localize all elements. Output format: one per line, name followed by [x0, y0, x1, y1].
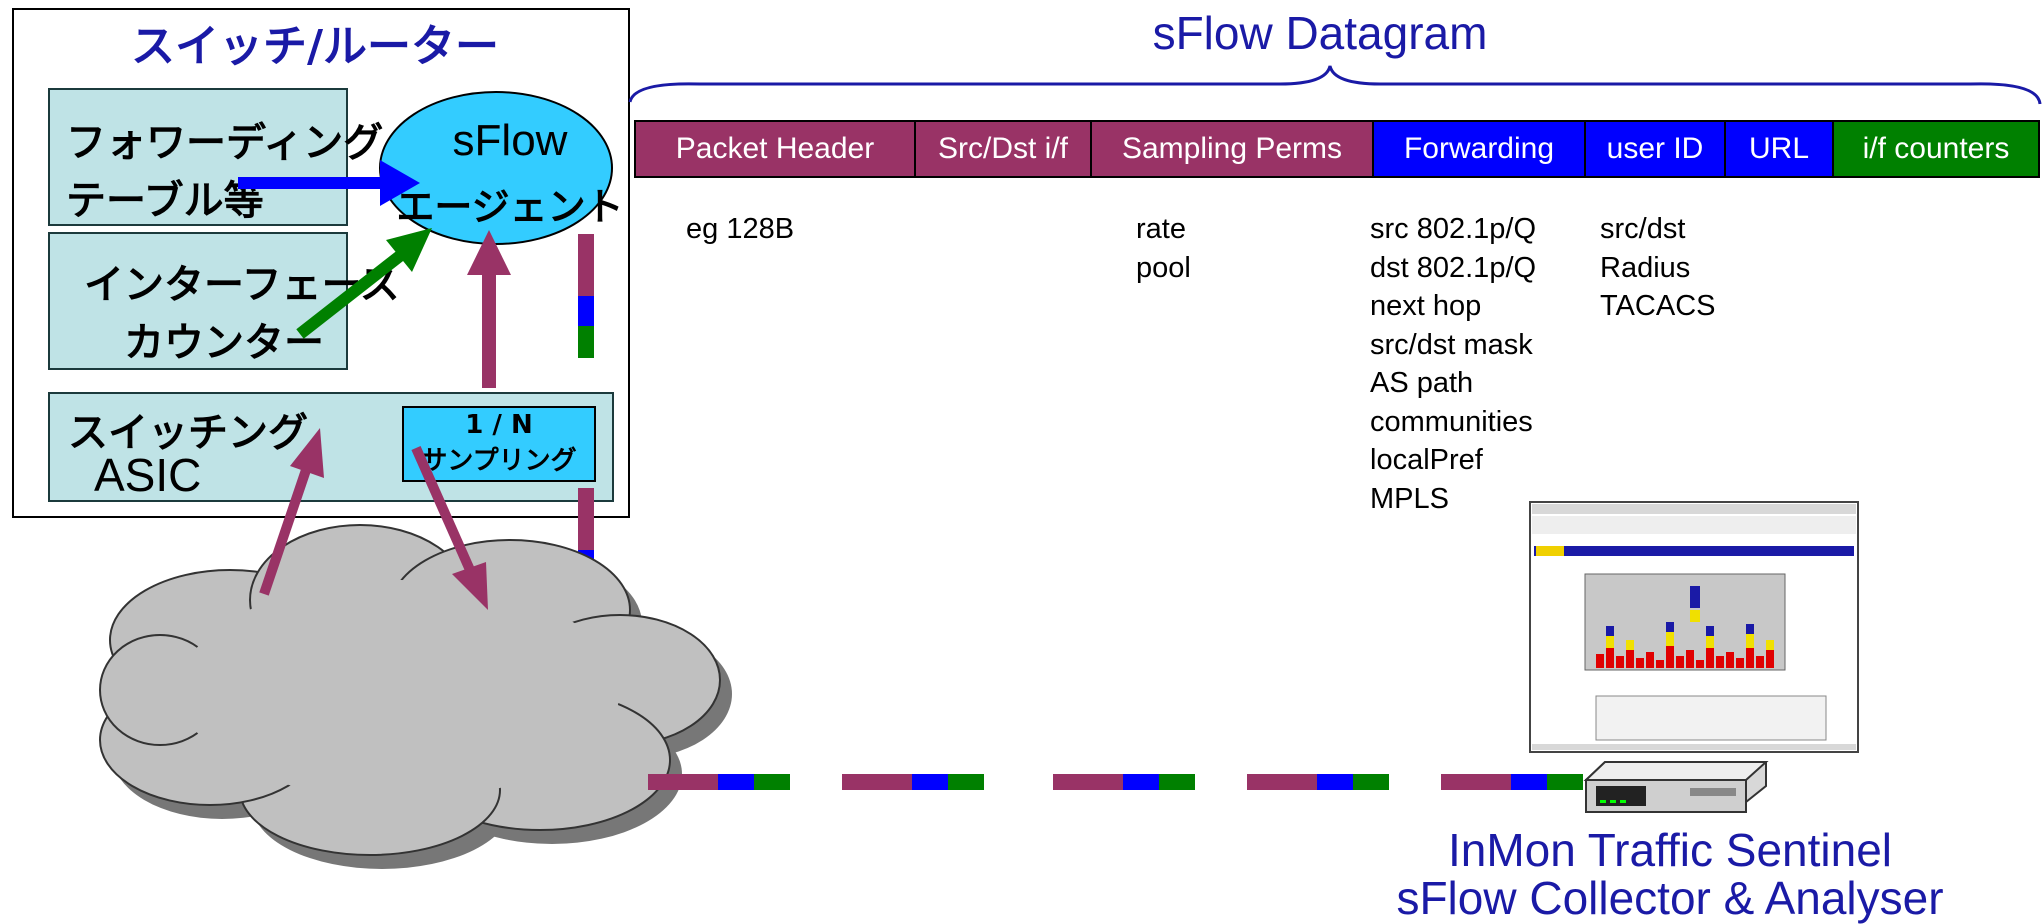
switching-asic-label-line1: スイッチング [68, 410, 308, 456]
datagram-segment-src-dst-if: Src/Dst i/f [916, 122, 1092, 176]
forwarding-table-label-line2: テーブル等 [66, 178, 264, 224]
forwarding-detail: next hop [1370, 290, 1482, 322]
datagram-segment-user-id: user ID [1586, 122, 1726, 176]
packet-header-detail: eg 128B [686, 213, 795, 245]
switch-router-title: スイッチ/ルーター [130, 21, 500, 72]
collector-caption-line1: InMon Traffic Sentinel [1447, 824, 1893, 876]
forwarding-detail: AS path [1370, 367, 1474, 399]
collector-caption: InMon Traffic Sentinel sFlow Collector &… [1320, 826, 2020, 922]
forwarding-detail: dst 802.1p/Q [1370, 251, 1537, 284]
user-id-detail: src/dst [1600, 213, 1686, 245]
sampling-box [402, 406, 596, 482]
forwarding-detail: communities [1370, 405, 1533, 438]
forwarding-detail: src/dst mask [1370, 328, 1533, 361]
datagram-train [648, 774, 1583, 790]
interface-counter-label-line2: カウンター [124, 320, 324, 366]
datagram-brace [628, 65, 2042, 105]
collector-server-icon [1583, 761, 1769, 813]
packet-header-details: eg 128B [686, 210, 794, 249]
datagram-segment-packet-header: Packet Header [636, 122, 916, 176]
counters-to-agent-arrow [296, 228, 432, 339]
sampling-to-agent-arrow [467, 230, 511, 388]
datagram-segment-sampling-perms: Sampling Perms [1092, 122, 1374, 176]
datagram-bar: Packet Header Src/Dst i/f Sampling Perms… [634, 120, 2040, 178]
forwarding-detail: src 802.1p/Q [1370, 213, 1537, 245]
forwarding-detail: MPLS [1370, 482, 1449, 515]
user-id-details: src/dst Radius TACACS [1600, 210, 1715, 326]
datagram-segment-url: URL [1726, 122, 1834, 176]
user-id-detail: Radius [1600, 251, 1691, 284]
network-cloud [99, 524, 732, 869]
datagram-segment-if-counters: i/f counters [1834, 122, 2038, 176]
traffic-sentinel-screenshot [1529, 501, 1859, 753]
datagram-segment-forwarding: Forwarding [1374, 122, 1586, 176]
forwarding-table-box [48, 88, 348, 226]
forwarding-table-label-line1: フォワーディング [66, 120, 384, 166]
sampling-detail-rate: rate [1136, 213, 1186, 245]
sflow-agent-label-jp: エージェント [396, 185, 624, 229]
interface-counter-box [48, 232, 348, 370]
cloud-to-asic-arrow [259, 428, 324, 596]
forwarding-details: src 802.1p/Q dst 802.1p/Q next hop src/d… [1370, 210, 1536, 518]
sampling-to-cloud-arrow [411, 445, 488, 610]
sampling-ratio-label: 1 / N [465, 410, 533, 440]
sampling-label: サンプリング [421, 446, 577, 476]
sflow-agent-label: sFlow [452, 116, 568, 165]
datagram-title: sFlow Datagram [1152, 7, 1488, 59]
sampling-details: rate pool [1136, 210, 1191, 287]
forwarding-to-agent-arrow [238, 160, 420, 206]
switching-asic-label-line2: ASIC [94, 449, 202, 501]
forwarding-detail: localPref [1370, 444, 1483, 476]
sampling-detail-pool: pool [1136, 251, 1191, 284]
collector-caption-line2: sFlow Collector & Analyser [1396, 872, 1944, 924]
agent-datagram-stack [578, 234, 594, 358]
user-id-detail: TACACS [1600, 290, 1716, 322]
